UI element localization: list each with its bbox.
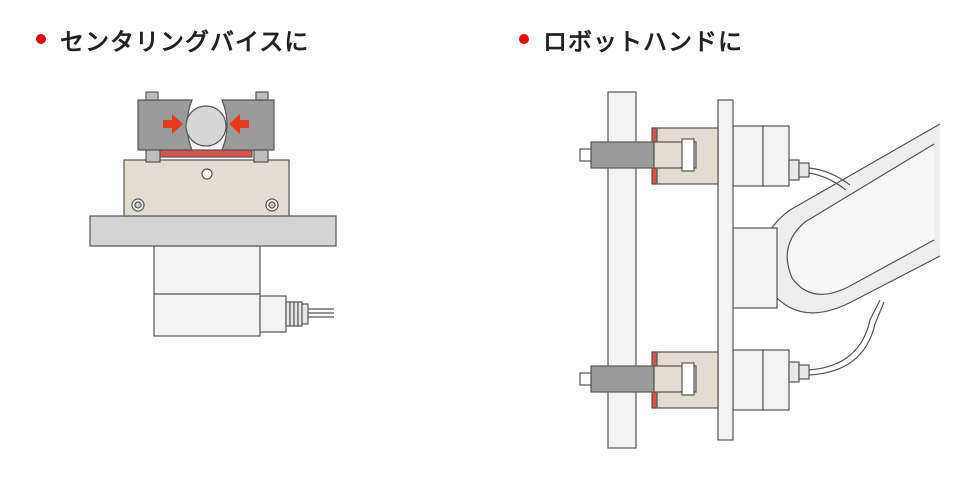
heading-robot-hand: ロボットハンドに xyxy=(519,22,743,56)
heading-robot-hand-label: ロボットハンドに xyxy=(543,27,743,56)
sensor-block-upper-end xyxy=(762,125,790,187)
screw xyxy=(253,149,269,163)
cable-upper xyxy=(808,167,851,191)
clamp-upper xyxy=(590,141,655,169)
clamp-lower-hook xyxy=(681,362,695,396)
connector-lower xyxy=(788,361,810,383)
screw xyxy=(145,91,159,101)
red-dot-icon xyxy=(519,34,529,44)
screw-upper xyxy=(579,148,592,162)
cable-lower xyxy=(808,299,885,376)
clamp-upper-hook xyxy=(681,138,695,172)
screw xyxy=(145,149,161,163)
connector-upper xyxy=(788,159,810,181)
sensor-block-lower xyxy=(732,349,764,411)
cable xyxy=(308,308,334,318)
mounting-plate xyxy=(717,99,734,441)
clamp-lower xyxy=(590,365,655,393)
center-hole xyxy=(201,168,213,180)
red-dot-icon xyxy=(36,34,46,44)
table-plate xyxy=(89,215,337,247)
workpiece xyxy=(185,105,227,147)
sensor-lower-body xyxy=(153,293,261,337)
screw xyxy=(255,91,269,101)
heading-centering-vise: センタリングバイスに xyxy=(36,22,309,56)
connector-housing xyxy=(259,295,287,333)
heading-centering-vise-label: センタリングバイスに xyxy=(60,27,310,56)
cable-gland xyxy=(285,301,309,327)
sensor-block-lower-end xyxy=(762,349,790,411)
sensor-block-upper xyxy=(732,125,764,187)
arm-joint xyxy=(732,227,778,309)
red-arrow-icon xyxy=(163,114,183,134)
sensor-upper-body xyxy=(153,245,261,295)
screw-lower xyxy=(579,372,592,386)
red-arrow-icon xyxy=(229,114,249,134)
robot-arm-inner xyxy=(786,143,935,295)
